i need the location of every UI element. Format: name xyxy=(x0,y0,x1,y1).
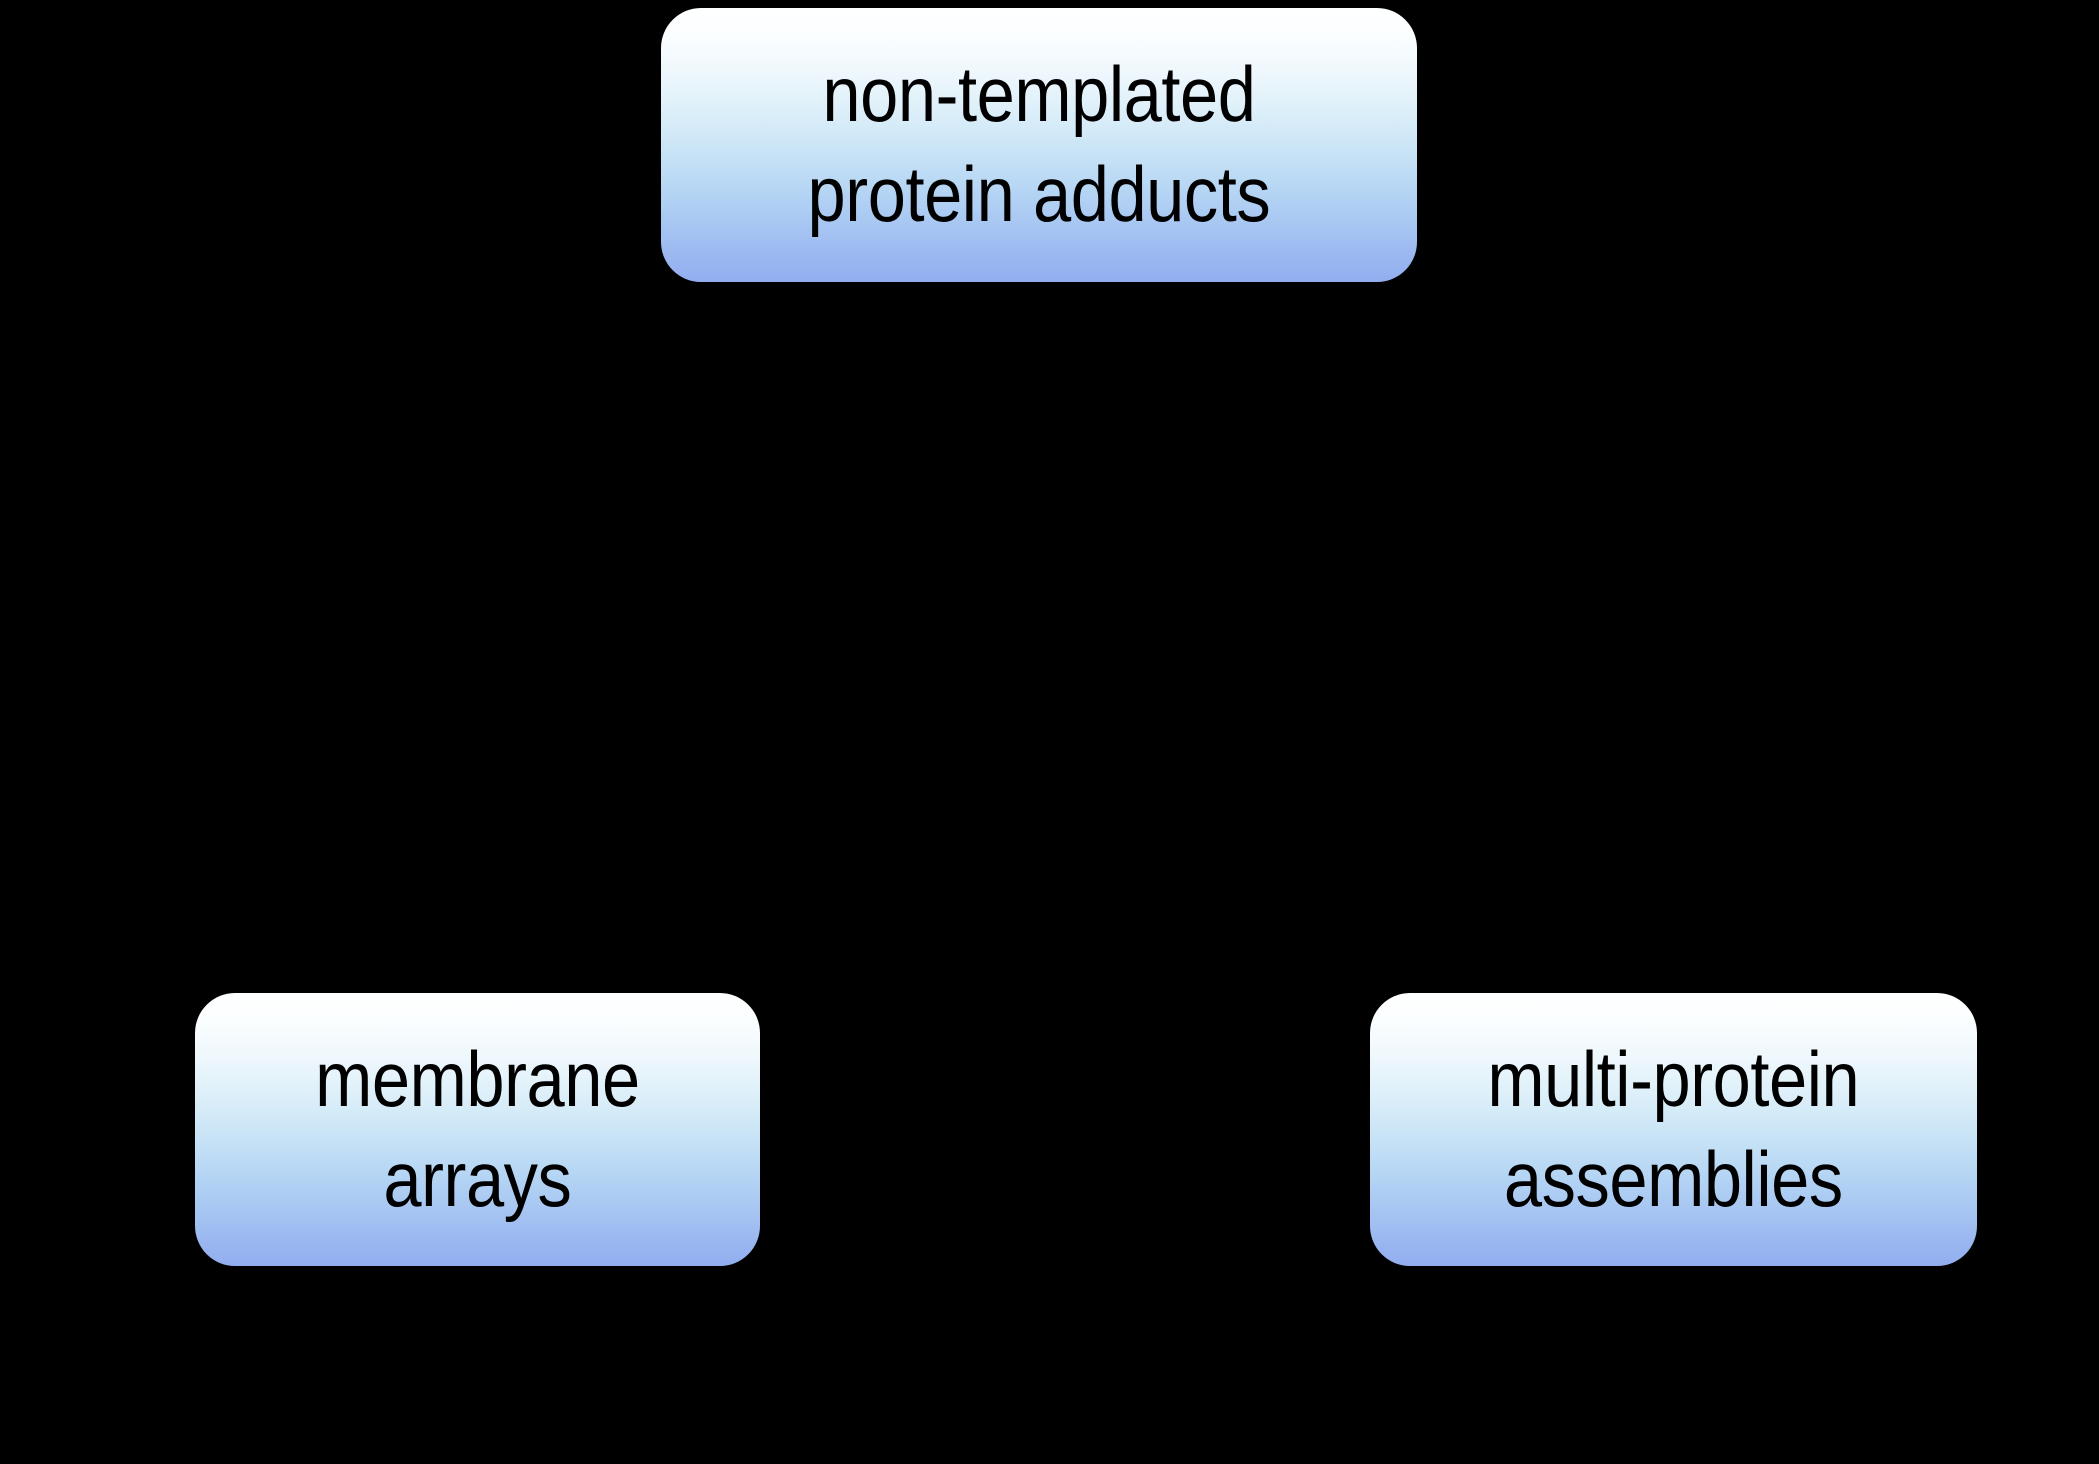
node-label-membrane-arrays: membrane arrays xyxy=(315,1034,640,1223)
node-non-templated-protein-adducts[interactable]: non-templated protein adducts xyxy=(661,8,1417,282)
node-label-multi-protein-assemblies: multi-protein assemblies xyxy=(1487,1034,1860,1223)
node-label-non-templated-protein-adducts: non-templated protein adducts xyxy=(807,50,1271,238)
node-multi-protein-assemblies[interactable]: multi-protein assemblies xyxy=(1370,993,1977,1266)
node-membrane-arrays[interactable]: membrane arrays xyxy=(195,993,760,1266)
